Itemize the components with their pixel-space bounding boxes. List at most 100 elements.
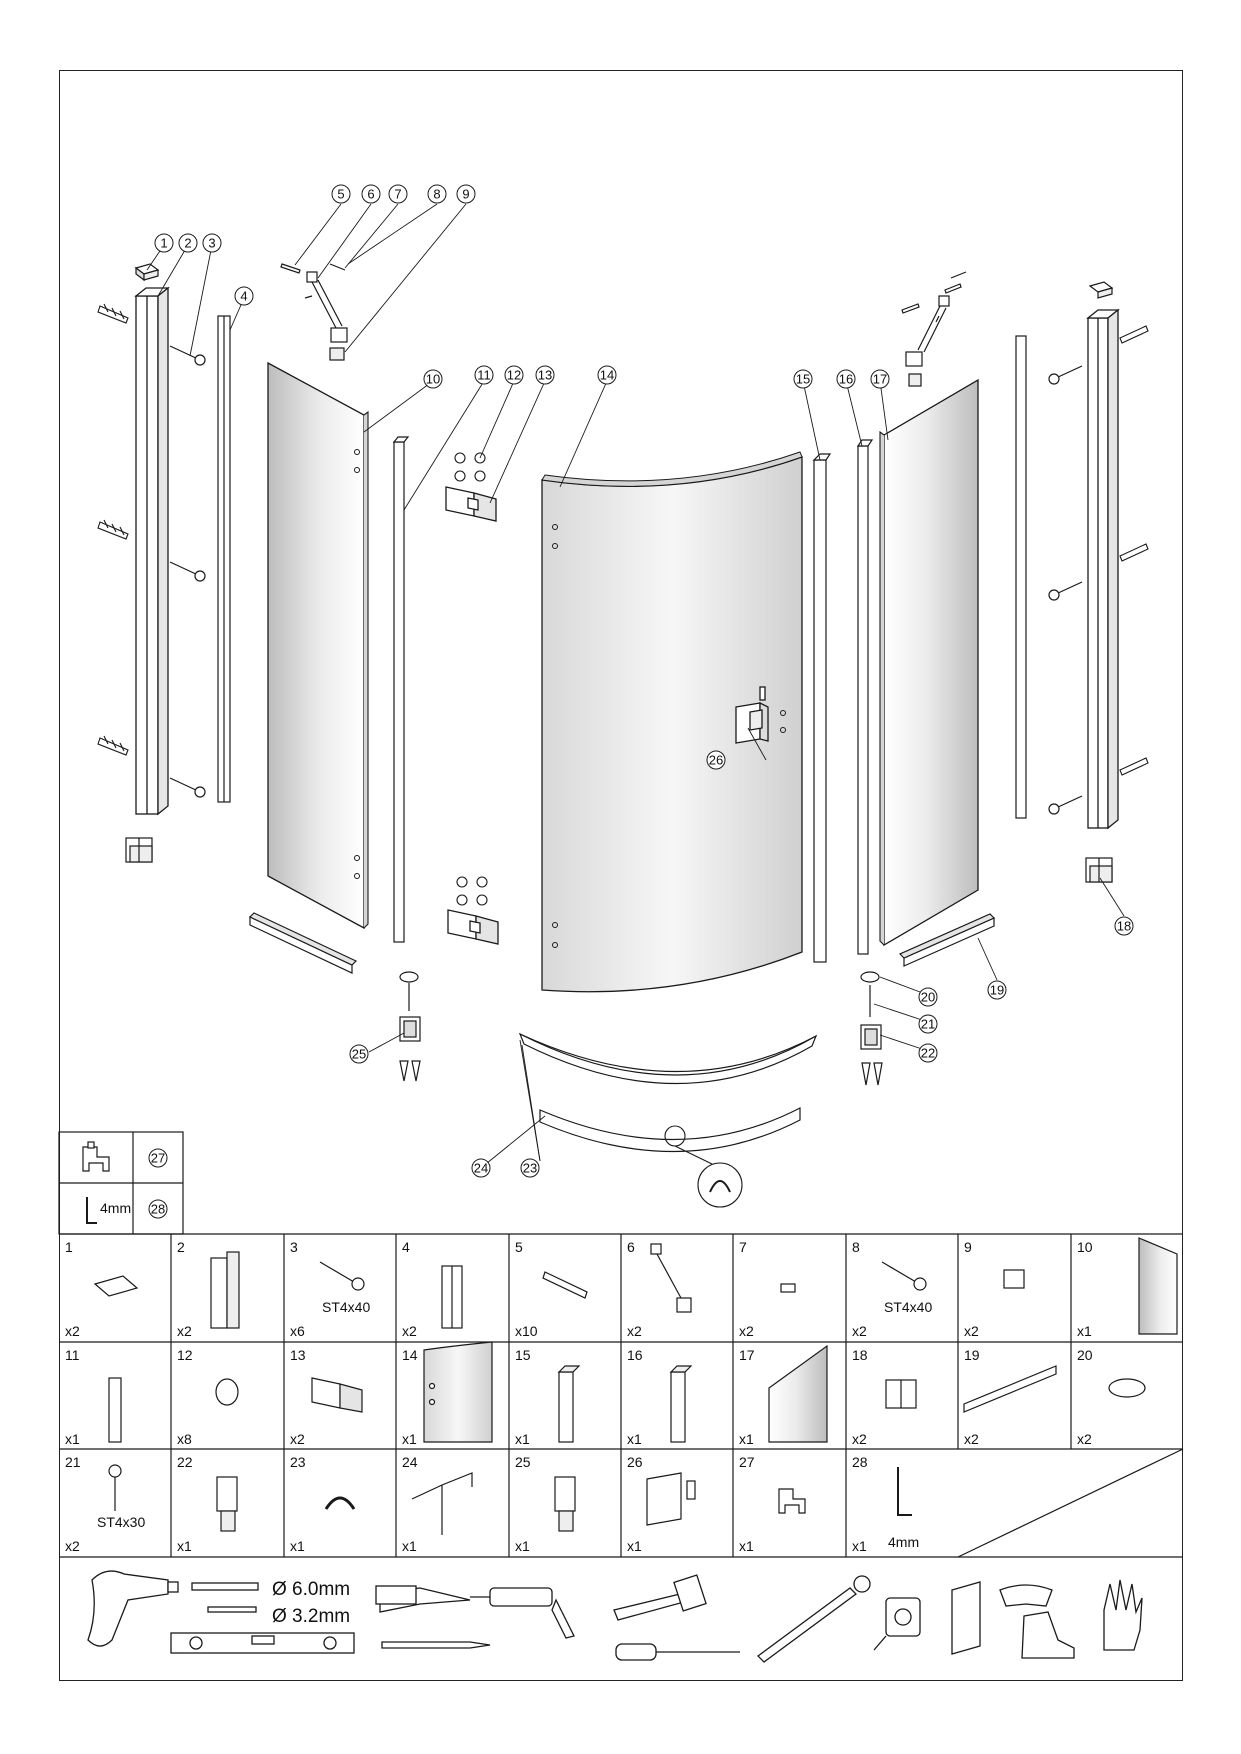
callout-1: 1 [154, 233, 174, 253]
callout-20: 20 [918, 987, 938, 1007]
svg-text:11: 11 [477, 368, 491, 383]
part-cell-13: 13 x2 [290, 1347, 363, 1447]
end-cap-left [134, 263, 160, 282]
wall-plug-icon [542, 1271, 588, 1299]
part-cell-4: 4x2 [402, 1239, 463, 1339]
part-number: 8 [852, 1239, 860, 1255]
part-cell-6: 6x2 [627, 1239, 692, 1339]
bottom-seal-left [248, 912, 358, 974]
magnetic-profile-15 [812, 453, 832, 963]
part-quantity: x10 [515, 1323, 538, 1339]
part-quantity: x1 [177, 1538, 192, 1554]
bottom-seal-right [898, 913, 996, 967]
tools-row: Ø 6.0mm Ø 3.2mm [87, 1570, 1143, 1663]
callout-8: 8 [427, 184, 447, 204]
part-cell-1: 1x2 [65, 1239, 139, 1339]
screws-left [169, 345, 206, 798]
magnetic-profile-icon [557, 1365, 581, 1443]
part-number: 22 [177, 1454, 193, 1470]
adjustment-profile-left [217, 315, 231, 803]
key-size-label: 4mm [100, 1200, 131, 1216]
part-number: 28 [852, 1454, 868, 1470]
callout-7: 7 [388, 184, 408, 204]
svg-text:24: 24 [474, 1161, 488, 1176]
callout-6: 6 [361, 184, 381, 204]
fixed-glass-icon [1138, 1237, 1178, 1335]
part-quantity: x2 [627, 1323, 642, 1339]
part-number: 20 [1077, 1347, 1093, 1363]
part-spec: ST4x40 [322, 1299, 370, 1315]
curved-seal [539, 1107, 801, 1153]
round-covers-bottom [456, 876, 488, 906]
hammer-icon [613, 1574, 707, 1621]
callout-25: 25 [349, 1044, 369, 1064]
part-quantity: x1 [402, 1431, 417, 1447]
svg-text:26: 26 [709, 753, 723, 768]
part-number: 13 [290, 1347, 306, 1363]
part-cell-5: 5 x10 [515, 1239, 588, 1339]
part-quantity: x2 [177, 1323, 192, 1339]
round-cover-icon [215, 1378, 239, 1406]
part-quantity: x2 [290, 1431, 305, 1447]
svg-text:13: 13 [538, 368, 552, 383]
callout-13: 13 [535, 365, 555, 385]
spirit-level-icon [170, 1632, 355, 1654]
svg-text:15: 15 [796, 372, 810, 387]
callout-2: 2 [178, 233, 198, 253]
bar-cap-icon [1003, 1269, 1025, 1289]
stabilizer-right [901, 271, 967, 387]
part-quantity: x1 [852, 1538, 867, 1554]
part-number: 11 [65, 1347, 80, 1363]
svg-text:9: 9 [462, 187, 469, 202]
screw-icon [108, 1464, 122, 1511]
part-quantity: x8 [177, 1431, 192, 1447]
magnetic-profile-icon [669, 1365, 693, 1443]
wall-profile-right [1086, 308, 1120, 830]
part-number: 10 [1077, 1239, 1093, 1255]
callout-9: 9 [456, 184, 476, 204]
glass-clamp-icon [885, 1379, 917, 1409]
part-quantity: x2 [65, 1538, 80, 1554]
bottom-clamp-right [860, 971, 883, 1086]
bottom-seal-icon [963, 1365, 1057, 1413]
svg-text:27: 27 [151, 1151, 165, 1166]
accessory-box: 4mm 27 28 [58, 1131, 184, 1235]
callout-27: 27 [148, 1148, 168, 1168]
svg-text:8: 8 [433, 187, 440, 202]
callout-28: 28 [148, 1199, 168, 1219]
small-cap-icon [780, 1283, 796, 1293]
part-quantity: x1 [739, 1538, 754, 1554]
fixed-glass-icon [768, 1344, 828, 1443]
callout-17: 17 [870, 369, 890, 389]
stabilizer-bar-icon [650, 1243, 692, 1313]
tape-measure-icon [873, 1597, 921, 1651]
part-number: 5 [515, 1239, 523, 1255]
callout-10: 10 [423, 369, 443, 389]
svg-text:16: 16 [839, 372, 853, 387]
handle-icon [646, 1472, 696, 1526]
bottom-clamp-icon [216, 1476, 238, 1532]
part-quantity: x1 [739, 1431, 754, 1447]
callout-5: 5 [331, 184, 351, 204]
handle-on-door [735, 686, 769, 744]
svg-text:28: 28 [151, 1202, 165, 1217]
part-quantity: x1 [515, 1431, 530, 1447]
part-number: 15 [515, 1347, 531, 1363]
allen-key-icon [86, 1197, 97, 1224]
drill-bit-icon [191, 1582, 259, 1613]
part-quantity: x1 [627, 1538, 642, 1554]
callout-21: 21 [918, 1014, 938, 1034]
svg-text:14: 14 [600, 368, 614, 383]
seal-profile-icon [108, 1377, 122, 1443]
part-number: 9 [964, 1239, 972, 1255]
part-quantity: x1 [402, 1538, 417, 1554]
